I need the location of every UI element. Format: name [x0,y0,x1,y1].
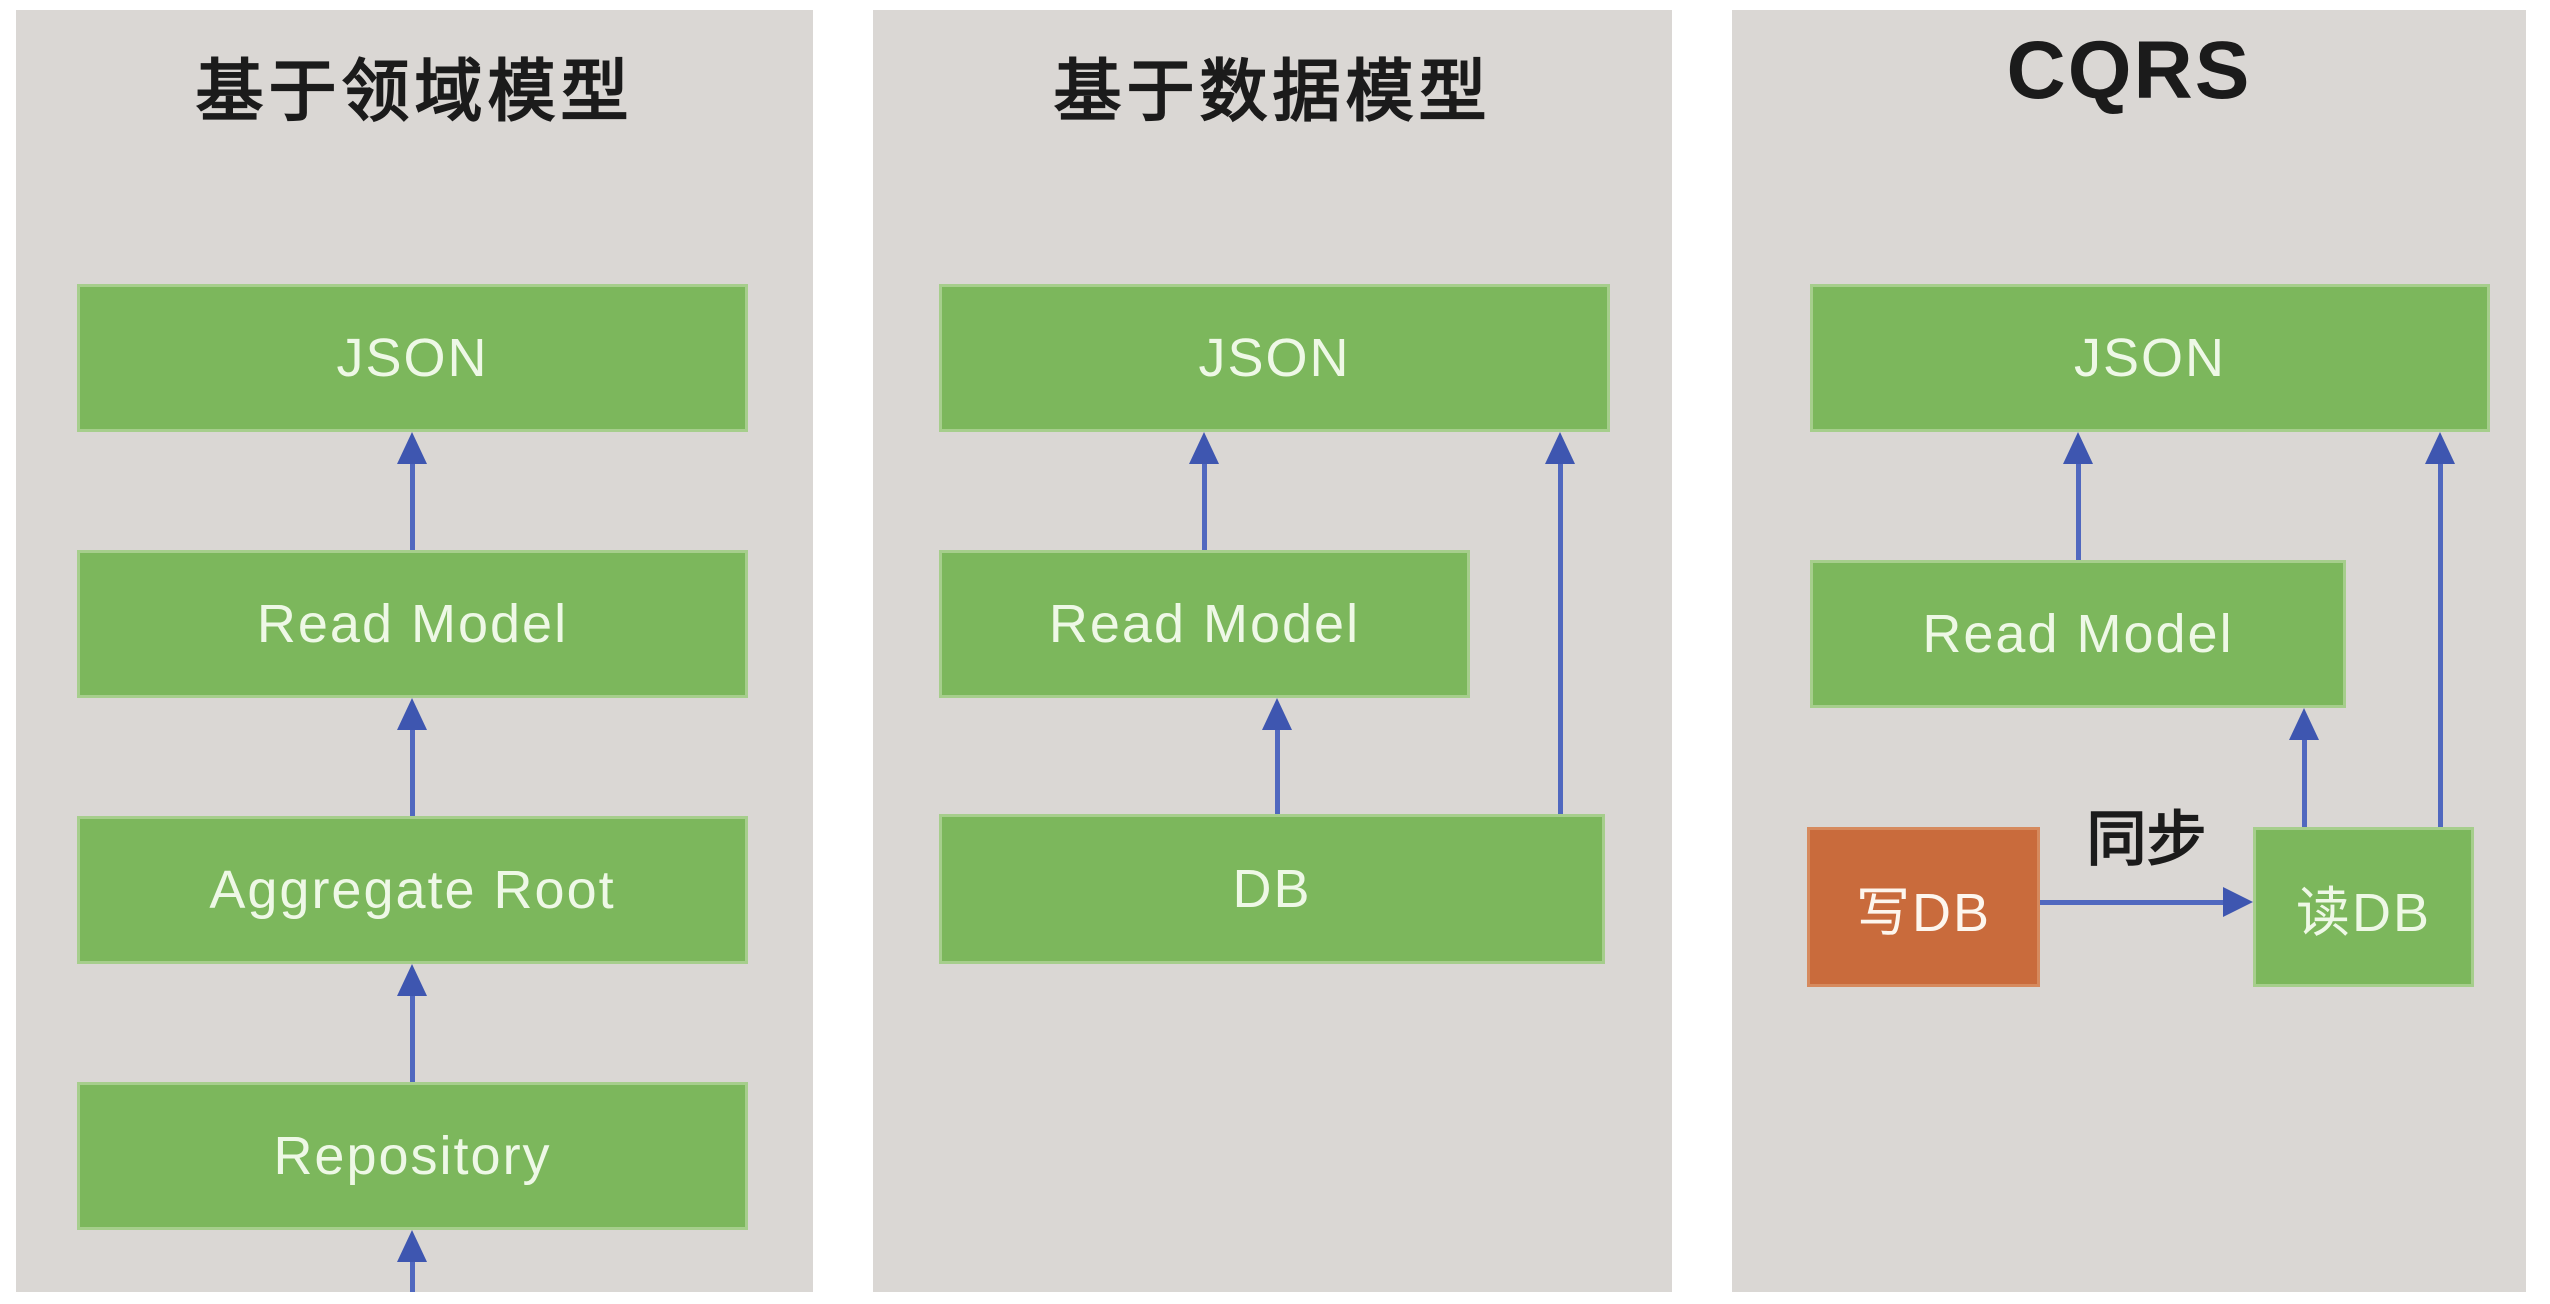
node-label: JSON [2073,328,2227,388]
node-label: Aggregate Root [209,860,616,920]
arrow-aggregate-root-to-read-model [397,698,427,816]
panel-title: 基于领域模型 [195,54,634,130]
arrow-read-model-to-json [1189,432,1219,550]
panel-data-model: 基于数据模型 JSON Read Model DB [873,10,1672,1292]
arrowhead-icon [2289,708,2319,740]
panel-domain-model: 基于领域模型 JSON Read Model Aggregate Root Re… [16,10,813,1292]
node-read-db: 读DB [2253,827,2474,987]
arrow-repository-to-aggregate-root [397,964,427,1082]
node-read-model: Read Model [939,550,1470,698]
node-read-model: Read Model [77,550,748,698]
arrowhead-icon [397,1230,427,1262]
node-label: 写DB [1855,882,1991,943]
node-label: JSON [1198,328,1351,388]
arrow-db-to-read-model [1262,698,1292,814]
arrowhead-icon [1262,698,1292,730]
arrowhead-icon [397,432,427,464]
arrow-read-model-to-json [397,432,427,550]
arrowhead-icon [2063,432,2093,464]
node-aggregate-root: Aggregate Root [77,816,748,964]
panel-title: 基于数据模型 [1053,54,1492,130]
arrowhead-icon [1189,432,1219,464]
arrowhead-icon [397,698,427,730]
node-label: Repository [273,1126,552,1186]
arrowhead-icon [2425,432,2455,464]
node-label: Read Model [1048,594,1361,654]
node-label: DB [1232,859,1312,919]
node-write-db: 写DB [1807,827,2040,987]
arrow-read-db-to-read-model [2289,708,2319,827]
node-json: JSON [939,284,1610,432]
node-label: Read Model [256,594,569,654]
node-label: Read Model [1922,604,2234,664]
arrow-db-to-json-bypass [1545,432,1575,814]
node-json: JSON [77,284,748,432]
arrow-sync-write-db-to-read-db [2040,887,2253,917]
panel-cqrs: CQRS JSON Read Model 写DB 读DB 同步 [1732,10,2526,1292]
node-json: JSON [1810,284,2490,432]
node-repository: Repository [77,1082,748,1230]
arrow-read-model-to-json [2063,432,2093,560]
arrowhead-icon [1545,432,1575,464]
sync-label: 同步 [2086,806,2207,873]
arrow-read-db-to-json-bypass [2425,432,2455,827]
node-db: DB [939,814,1605,964]
node-label: 读DB [2295,882,2431,943]
node-label: JSON [336,328,489,388]
arrowhead-icon [2223,887,2253,917]
arrowhead-icon [397,964,427,996]
node-read-model: Read Model [1810,560,2346,708]
arrow-bottom-into-repository [397,1230,427,1292]
panel-title: CQRS [2006,25,2252,116]
